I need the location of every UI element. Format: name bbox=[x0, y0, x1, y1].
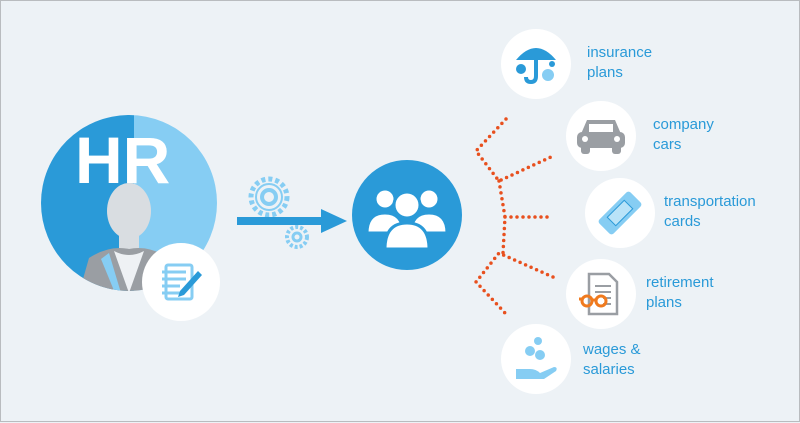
hand-coins-icon bbox=[516, 337, 557, 379]
label-line: wages & bbox=[583, 341, 641, 358]
service-company-cars bbox=[566, 101, 636, 171]
document-glasses-icon bbox=[579, 272, 619, 316]
arrow-shaft bbox=[237, 217, 325, 225]
service-transportation-cards bbox=[585, 178, 655, 248]
notepad-pen-icon bbox=[162, 263, 202, 301]
service-label: retirement plans bbox=[646, 273, 714, 313]
ticket-icon bbox=[598, 191, 642, 235]
service-label: transportation cards bbox=[664, 192, 756, 232]
service-insurance bbox=[501, 29, 571, 99]
service-label: company cars bbox=[653, 115, 714, 155]
label-line: insurance bbox=[587, 44, 653, 61]
label-line: company bbox=[653, 116, 714, 133]
label-line: plans bbox=[646, 294, 682, 311]
service-wages-salaries bbox=[501, 324, 571, 394]
label-line: cars bbox=[653, 136, 682, 153]
service-retirement-plans bbox=[566, 259, 636, 329]
gear-icon bbox=[248, 176, 290, 218]
car-icon bbox=[577, 120, 625, 154]
label-line: cards bbox=[664, 213, 701, 230]
process-arrow bbox=[237, 176, 347, 249]
umbrella-money-icon bbox=[516, 48, 556, 85]
label-line: transportation bbox=[664, 193, 756, 210]
arrow-head bbox=[321, 209, 347, 233]
small-gear-icon bbox=[285, 225, 309, 249]
label-line: plans bbox=[587, 64, 623, 81]
label-line: retirement bbox=[646, 274, 714, 291]
service-label: wages & salaries bbox=[583, 340, 641, 380]
notepad-badge bbox=[142, 243, 220, 321]
employees-group-icon bbox=[352, 160, 462, 270]
label-line: salaries bbox=[583, 361, 635, 378]
service-label: insurance plans bbox=[587, 43, 652, 83]
